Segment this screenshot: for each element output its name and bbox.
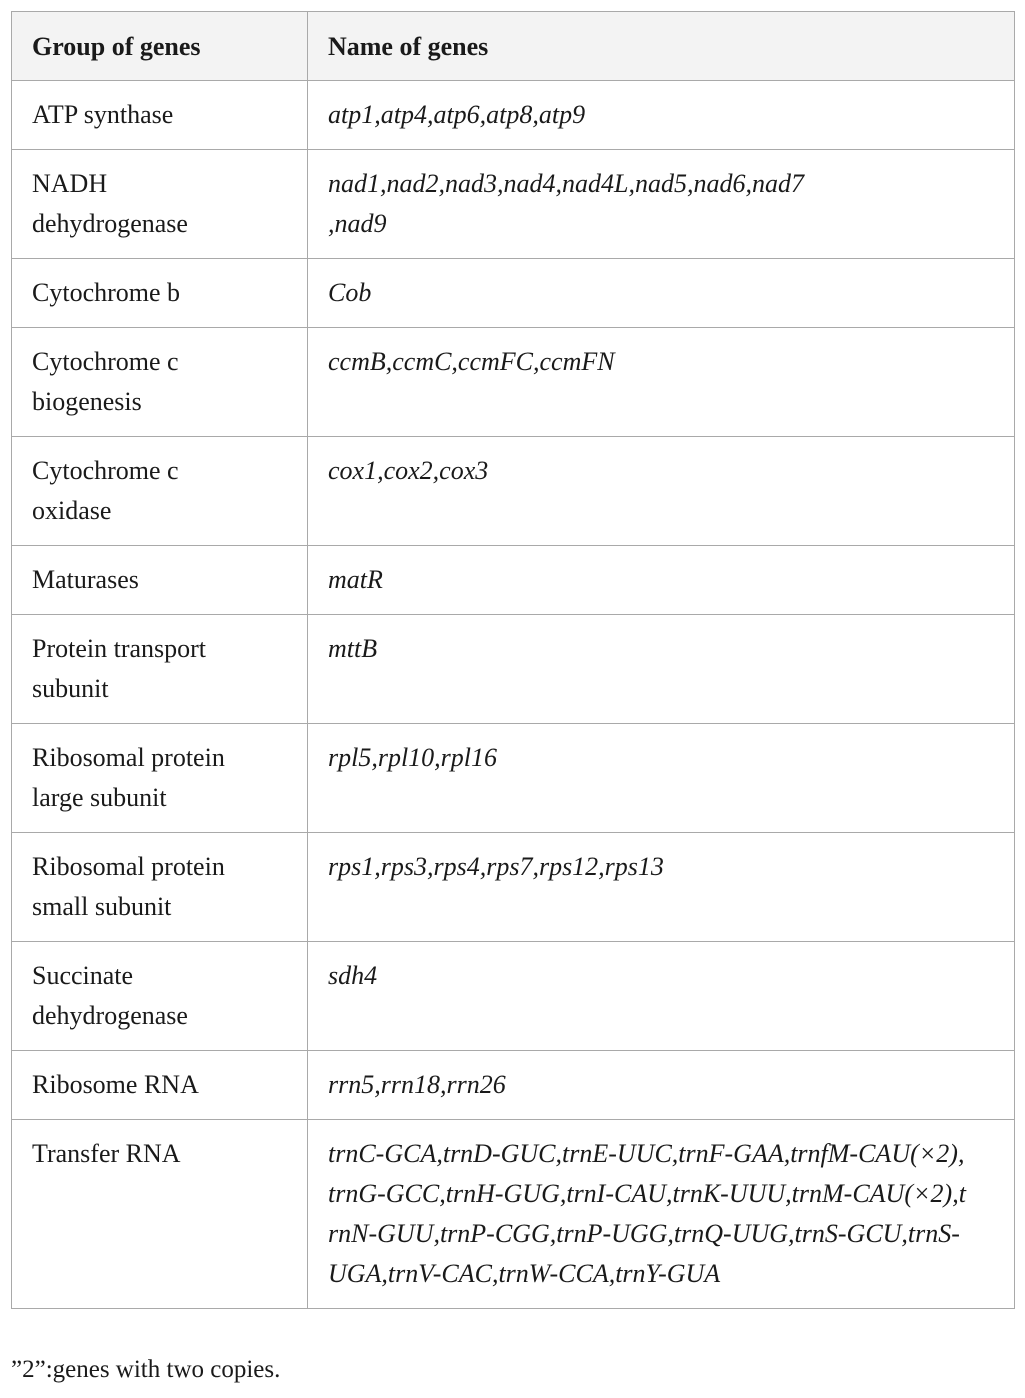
group-cell: Maturases — [11, 545, 308, 615]
genes-cell: rrn5,rrn18,rrn26 — [307, 1050, 1015, 1120]
table-row: NADH dehydrogenase nad1,nad2,nad3,nad4,n… — [11, 149, 1015, 259]
table-row: Transfer RNA trnC-GCA,trnD-GUC,trnE-UUC,… — [11, 1119, 1015, 1309]
group-cell: Cytochrome c oxidase — [11, 436, 308, 546]
genes-cell-text: trnC-GCA,trnD-GUC,trnE-UUC,trnF-GAA,trnf… — [328, 1139, 966, 1288]
genes-cell: sdh4 — [307, 941, 1015, 1051]
table-row: Ribosome RNA rrn5,rrn18,rrn26 — [11, 1050, 1015, 1120]
table-row: Ribosomal protein large subunit rpl5,rpl… — [11, 723, 1015, 833]
table-row: Cytochrome c biogenesis ccmB,ccmC,ccmFC,… — [11, 327, 1015, 437]
group-cell: Protein transport subunit — [11, 614, 308, 724]
genes-cell: mttB — [307, 614, 1015, 724]
genes-cell: rps1,rps3,rps4,rps7,rps12,rps13 — [307, 832, 1015, 942]
genes-cell: cox1,cox2,cox3 — [307, 436, 1015, 546]
group-cell: Transfer RNA — [11, 1119, 308, 1309]
group-cell: Ribosomal protein small subunit — [11, 832, 308, 942]
group-cell: NADH dehydrogenase — [11, 149, 308, 259]
group-cell-text: Cytochrome c oxidase — [32, 456, 179, 525]
group-cell: Ribosome RNA — [11, 1050, 308, 1120]
group-cell-text: Protein transport subunit — [32, 634, 207, 703]
group-cell-text: Succinate dehydrogenase — [32, 961, 188, 1030]
header-group-of-genes: Group of genes — [11, 11, 308, 81]
genes-cell-text: nad1,nad2,nad3,nad4,nad4L,nad5,nad6,nad7… — [328, 169, 804, 238]
genes-cell: ccmB,ccmC,ccmFC,ccmFN — [307, 327, 1015, 437]
group-cell-text: Cytochrome c biogenesis — [32, 347, 179, 416]
gene-table-container: Group of genes Name of genes ATP synthas… — [11, 11, 1015, 1309]
group-cell: Succinate dehydrogenase — [11, 941, 308, 1051]
group-cell-text: Ribosomal protein large subunit — [32, 743, 225, 812]
table-row: Cytochrome b Cob — [11, 258, 1015, 328]
genes-cell: nad1,nad2,nad3,nad4,nad4L,nad5,nad6,nad7… — [307, 149, 1015, 259]
table-row: Succinate dehydrogenase sdh4 — [11, 941, 1015, 1051]
table-row: Cytochrome c oxidase cox1,cox2,cox3 — [11, 436, 1015, 546]
table-header-row: Group of genes Name of genes — [11, 11, 1015, 81]
table-row: Ribosomal protein small subunit rps1,rps… — [11, 832, 1015, 942]
group-cell: Cytochrome b — [11, 258, 308, 328]
table-footnote: ”2”:genes with two copies. — [11, 1356, 281, 1383]
group-cell: Cytochrome c biogenesis — [11, 327, 308, 437]
genes-cell: trnC-GCA,trnD-GUC,trnE-UUC,trnF-GAA,trnf… — [307, 1119, 1015, 1309]
genes-cell: Cob — [307, 258, 1015, 328]
table-row: ATP synthase atp1,atp4,atp6,atp8,atp9 — [11, 80, 1015, 150]
gene-table: Group of genes Name of genes ATP synthas… — [11, 11, 1015, 1309]
genes-cell: atp1,atp4,atp6,atp8,atp9 — [307, 80, 1015, 150]
header-name-of-genes: Name of genes — [307, 11, 1015, 81]
genes-cell: rpl5,rpl10,rpl16 — [307, 723, 1015, 833]
group-cell: ATP synthase — [11, 80, 308, 150]
table-row: Maturases matR — [11, 545, 1015, 615]
table-row: Protein transport subunit mttB — [11, 614, 1015, 724]
group-cell-text: NADH dehydrogenase — [32, 169, 188, 238]
genes-cell: matR — [307, 545, 1015, 615]
group-cell: Ribosomal protein large subunit — [11, 723, 308, 833]
group-cell-text: Ribosomal protein small subunit — [32, 852, 225, 921]
